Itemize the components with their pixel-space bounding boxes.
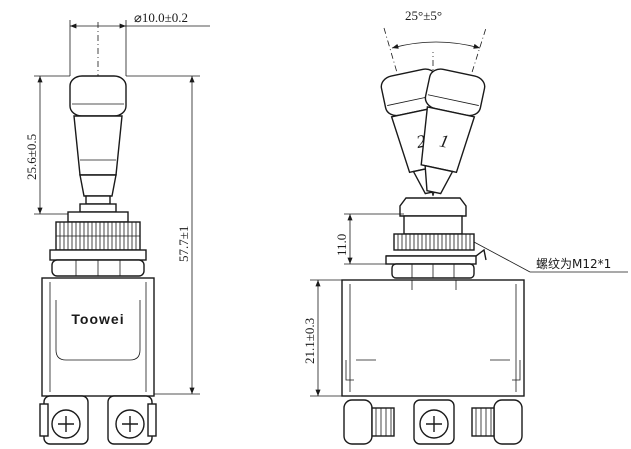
bushing-height-dimension: 11.0 <box>334 213 404 265</box>
thread-note-callout: 螺纹为M12*1 <box>473 241 628 273</box>
mounting-plate <box>49 249 147 261</box>
side-terminal-left <box>343 399 395 445</box>
swing-angle-label: 25°±5° <box>405 8 442 23</box>
side-lock-nut <box>391 263 475 279</box>
bushing-nut <box>55 221 141 251</box>
lever-length-dimension: 25.6±0.5 <box>24 75 70 215</box>
total-height-label: 57.7±1 <box>176 226 191 262</box>
body-height-label: 21.1±0.3 <box>302 318 317 364</box>
side-terminal-center <box>413 399 455 445</box>
switch-body: Toowei <box>41 277 155 397</box>
side-body <box>341 279 525 397</box>
side-view: 25°±5° 2 1 <box>302 8 628 445</box>
side-plate <box>385 255 477 265</box>
thread-note: 螺纹为M12*1 <box>536 257 611 271</box>
total-height-dimension: 57.7±1 <box>126 75 200 395</box>
brand-label: Toowei <box>71 311 124 327</box>
collar <box>67 211 129 223</box>
lock-nut <box>51 259 145 277</box>
diameter-dimension: ⌀10.0±0.2 <box>69 10 210 76</box>
position-1-label: 1 <box>438 130 451 151</box>
diameter-label: ⌀10.0±0.2 <box>134 10 188 25</box>
terminal-right <box>107 395 157 445</box>
side-bushing-nut <box>393 233 475 251</box>
lever-position-1: 1 <box>420 68 486 195</box>
side-terminal-right <box>471 399 523 445</box>
lever-cap <box>69 75 127 117</box>
bushing-height-label: 11.0 <box>334 234 349 256</box>
lever-handle <box>73 115 123 213</box>
pivot-collar <box>399 197 467 235</box>
front-view: Toowei ⌀10.0±0.2 25.6±0.5 <box>24 10 210 445</box>
body-height-dimension: 21.1±0.3 <box>302 279 342 397</box>
terminal-left <box>39 395 89 445</box>
lever-length-label: 25.6±0.5 <box>24 134 39 180</box>
